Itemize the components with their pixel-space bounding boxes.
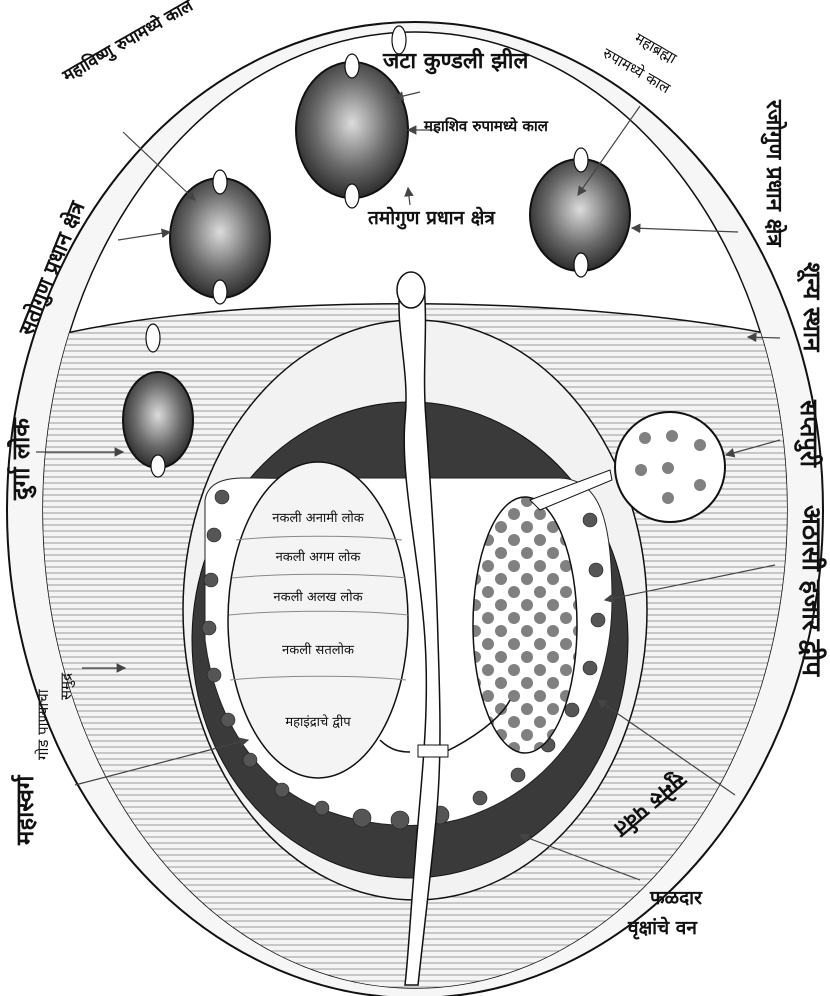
inner-lok-agam: नकली अगम लोक [275,550,361,565]
label-mahaswarga: महास्वर्ग [11,775,39,845]
label-sea-1: गोड पाण्याचा [34,689,52,760]
label-falvan-2: वृक्षांचे वन [628,917,697,939]
inner-lok-alakh: नकली अलख लोक [273,590,363,605]
sumeru-parvat [398,284,441,986]
label-jata-kundali: जटा कुण्डली झील [383,49,529,74]
mahashiv-medallion [295,61,409,199]
inner-loks-oval [227,461,409,779]
label-shunya-sthan: शून्य स्थान [798,262,826,352]
label-durga-lok: दुर्गा लोक [7,418,35,500]
saptapuri-dots [635,430,706,504]
label-tamogun: तमोगुण प्रधान क्षेत्र [368,207,495,229]
inner-lok-satlok: नकली सतलोक [282,643,354,658]
label-saptapuri: सप्तपुरी [795,400,823,467]
label-rajogun: रजोगुण प्रधान क्षेत्र [761,100,786,247]
label-sea-2: समुद्र [57,672,75,700]
inner-lok-anami: नकली अनामी लोक [272,511,364,526]
gate-ovals [145,25,589,478]
mahaindra-dweep: महाइंद्राचे द्वीप [285,715,351,730]
label-athasi-hajar: अठासी हजार द्वीप [796,505,826,677]
durga-medallion [122,371,194,469]
label-falvan-1: फळदार [650,887,702,909]
eighty-eight-thousand-islands [472,496,578,754]
label-mahashiv: महाशिव रुपामध्ये काल [424,117,548,135]
pointer-lines [36,91,781,881]
